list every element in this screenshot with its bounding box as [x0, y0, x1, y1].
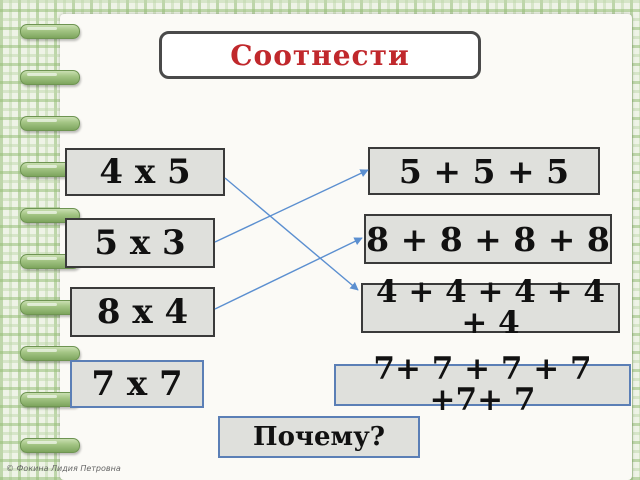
- binding-ring: [20, 346, 80, 361]
- binding-ring: [20, 438, 80, 453]
- binding-ring: [20, 116, 80, 131]
- expression-card-5x3[interactable]: 5 х 3: [65, 218, 215, 268]
- binding-ring: [20, 24, 80, 39]
- page-title: Соотнести: [159, 31, 481, 79]
- sum-card-7s[interactable]: 7+ 7 + 7 + 7 +7+ 7: [334, 354, 631, 416]
- expression-card-7x7[interactable]: 7 х 7: [70, 360, 204, 408]
- binding-ring: [20, 392, 80, 407]
- binding-ring: [20, 70, 80, 85]
- expression-card-8x4[interactable]: 8 х 4: [70, 287, 215, 337]
- sum-card-5s[interactable]: 5 + 5 + 5: [368, 147, 600, 195]
- expression-card-4x5[interactable]: 4 х 5: [65, 148, 225, 196]
- copyright-text: © Фокина Лидия Петровна: [6, 464, 121, 473]
- sum-card-8s[interactable]: 8 + 8 + 8 + 8: [364, 214, 612, 264]
- why-button[interactable]: Почему?: [218, 416, 420, 458]
- sum-card-4s[interactable]: 4 + 4 + 4 + 4 + 4: [361, 277, 620, 339]
